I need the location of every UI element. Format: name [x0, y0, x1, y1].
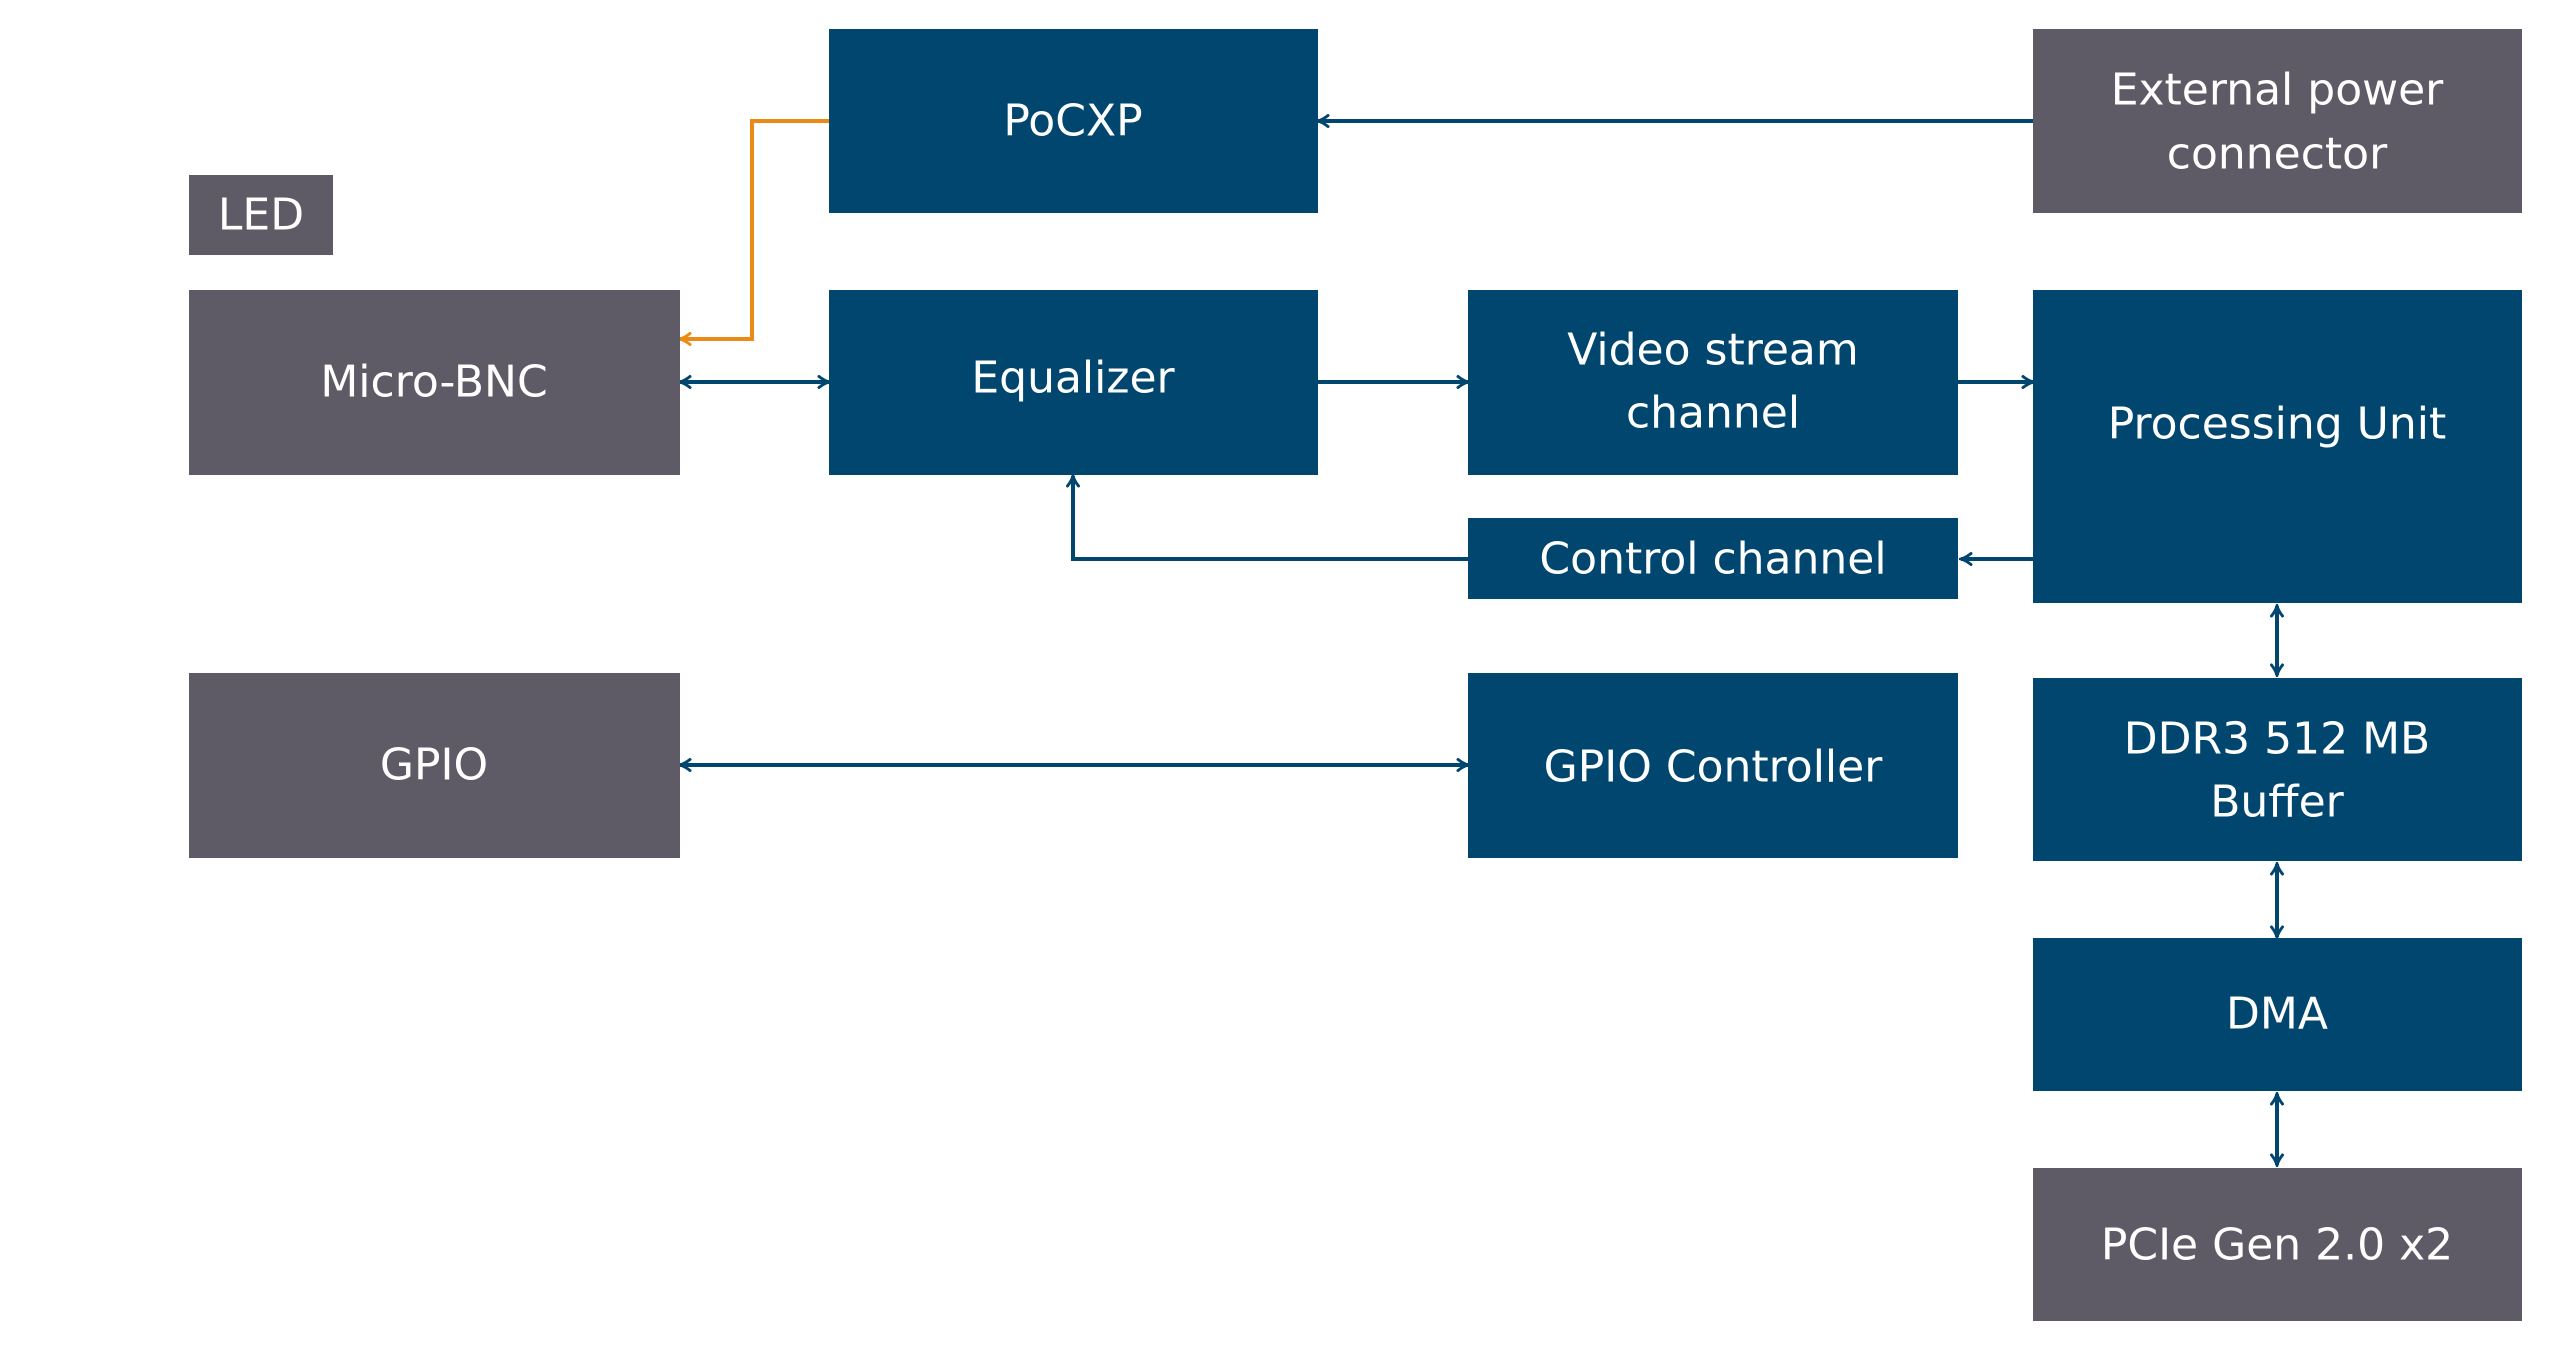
ddr3-block: DDR3 512 MB Buffer — [2033, 678, 2522, 861]
dma-label: DMA — [2226, 989, 2328, 1040]
dma-box — [2033, 938, 2522, 1091]
gpio-block: GPIO — [189, 673, 680, 858]
arrow-control-channel-to-equalizer — [1073, 476, 1468, 561]
pocxp-block: PoCXP — [829, 29, 1318, 213]
processing-unit-block: Processing Unit — [2033, 290, 2522, 603]
video-stream-block: Video stream channel — [1468, 290, 1958, 475]
led-block: LED — [189, 175, 333, 255]
processing-unit-box — [2033, 290, 2522, 603]
pocxp-label: PoCXP — [1003, 96, 1142, 147]
external-power-label-line1: External power — [2111, 65, 2444, 116]
processing-unit-label: Processing Unit — [2108, 399, 2447, 450]
video-stream-label-line1: Video stream — [1567, 325, 1858, 376]
control-channel-box — [1468, 518, 1958, 599]
control-channel-label: Control channel — [1539, 534, 1886, 585]
video-stream-label-line2: channel — [1626, 388, 1800, 439]
dma-block: DMA — [2033, 938, 2522, 1091]
micro-bnc-label: Micro-BNC — [320, 357, 547, 408]
gpio-controller-label: GPIO Controller — [1544, 742, 1884, 793]
gpio-box — [189, 673, 680, 858]
control-channel-block: Control channel — [1468, 518, 1958, 599]
led-label: LED — [218, 190, 304, 241]
external-power-label-line2: connector — [2167, 129, 2388, 180]
ddr3-label-line2: Buffer — [2210, 777, 2344, 828]
gpio-label: GPIO — [380, 740, 488, 791]
led-box — [189, 175, 333, 255]
blocks: LED PoCXP External power connector Micro… — [189, 29, 2522, 1321]
video-stream-box — [1468, 290, 1958, 475]
external-power-block: External power connector — [2033, 29, 2522, 213]
arrow-pocxp-to-micro-bnc — [680, 119, 829, 339]
micro-bnc-block: Micro-BNC — [189, 290, 680, 475]
equalizer-box — [829, 290, 1318, 475]
ddr3-label-line1: DDR3 512 MB — [2124, 714, 2430, 765]
micro-bnc-box — [189, 290, 680, 475]
external-power-box — [2033, 29, 2522, 213]
pcie-block: PCIe Gen 2.0 x2 — [2033, 1168, 2522, 1321]
gpio-controller-block: GPIO Controller — [1468, 673, 1958, 858]
gpio-controller-box — [1468, 673, 1958, 858]
connectors — [680, 121, 2277, 1165]
equalizer-label: Equalizer — [971, 353, 1175, 404]
pcie-label: PCIe Gen 2.0 x2 — [2101, 1220, 2453, 1271]
ddr3-box — [2033, 678, 2522, 861]
equalizer-block: Equalizer — [829, 290, 1318, 475]
pcie-box — [2033, 1168, 2522, 1321]
pocxp-box — [829, 29, 1318, 213]
